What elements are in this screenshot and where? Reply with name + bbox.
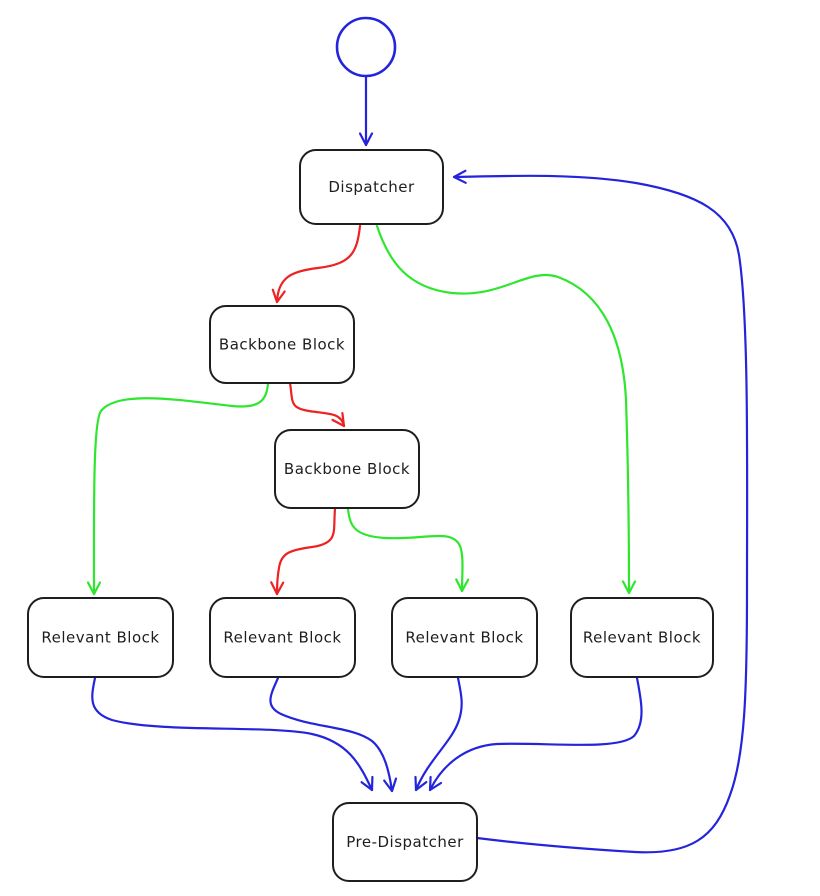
node-relevant-2[interactable] <box>209 597 356 678</box>
edge-backbone-2-to-relevant-2-arrowhead <box>270 581 285 596</box>
edge-pre-dispatcher-to-dispatcher[interactable] <box>452 174 749 854</box>
edge-backbone-1-to-relevant-1[interactable] <box>92 381 270 596</box>
start-node-circle[interactable] <box>335 16 397 78</box>
edge-relevant-1-to-pre-dispatcher[interactable] <box>91 676 374 792</box>
edge-backbone-2-to-relevant-3-arrowhead <box>455 578 470 593</box>
edge-dispatcher-to-relevant-4-arrowhead <box>621 580 637 595</box>
edge-backbone-2-to-relevant-3[interactable] <box>346 507 464 593</box>
node-backbone-2[interactable] <box>274 429 420 509</box>
edge-relevant-1-to-pre-dispatcher-arrowhead <box>360 775 374 792</box>
edge-backbone-2-to-relevant-2[interactable] <box>275 507 337 596</box>
node-pre-dispatcher-label: Pre-Dispatcher <box>346 833 464 851</box>
edge-dispatcher-to-backbone-1[interactable] <box>275 224 362 304</box>
node-dispatcher-label: Dispatcher <box>328 178 415 196</box>
edge-relevant-2-to-pre-dispatcher[interactable] <box>269 676 394 793</box>
edge-relevant-3-to-pre-dispatcher[interactable] <box>414 676 463 792</box>
edge-dispatcher-to-backbone-1-arrowhead <box>271 288 286 304</box>
edge-pre-dispatcher-to-dispatcher-arrowhead <box>452 169 467 184</box>
edge-relevant-2-to-pre-dispatcher-arrowhead <box>383 777 398 793</box>
node-relevant-1[interactable] <box>27 597 174 678</box>
node-relevant-1-label: Relevant Block <box>41 629 159 647</box>
edge-relevant-4-to-pre-dispatcher[interactable] <box>428 676 643 792</box>
node-pre-dispatcher[interactable] <box>332 802 478 882</box>
node-relevant-4[interactable] <box>570 597 714 678</box>
edge-backbone-1-to-backbone-2-arrowhead <box>331 412 346 428</box>
node-relevant-4-label: Relevant Block <box>583 629 701 647</box>
edge-relevant-4-to-pre-dispatcher-arrowhead <box>428 775 443 792</box>
node-relevant-3-label: Relevant Block <box>405 629 523 647</box>
edge-relevant-3-to-pre-dispatcher-arrowhead <box>414 775 428 792</box>
node-backbone-1[interactable] <box>209 305 355 384</box>
node-backbone-2-label: Backbone Block <box>284 460 410 478</box>
node-relevant-3[interactable] <box>391 597 538 678</box>
node-dispatcher[interactable] <box>299 149 444 225</box>
edge-backbone-1-to-relevant-1-arrowhead <box>86 581 102 596</box>
edge-start-to-dispatcher-arrowhead <box>358 132 374 147</box>
node-backbone-1-label: Backbone Block <box>219 336 345 354</box>
edge-dispatcher-to-relevant-4[interactable] <box>375 224 631 595</box>
edge-backbone-1-to-backbone-2[interactable] <box>288 381 346 428</box>
node-relevant-2-label: Relevant Block <box>223 629 341 647</box>
